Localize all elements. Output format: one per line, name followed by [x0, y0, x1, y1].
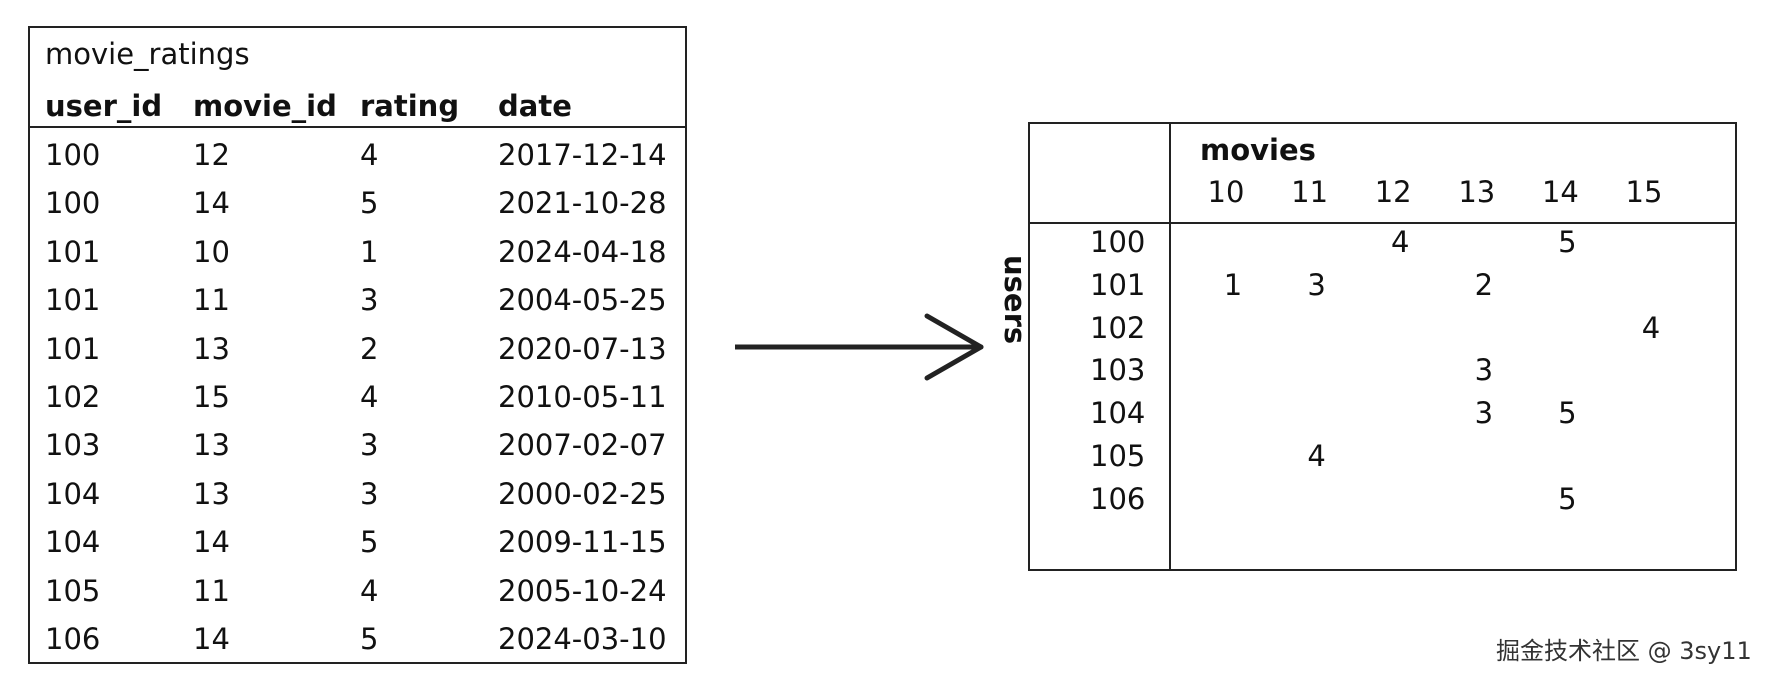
matrix-vertical-divider — [1169, 124, 1171, 569]
matrix-cell: 4 — [1307, 439, 1326, 473]
matrix-horizontal-divider — [1030, 222, 1735, 224]
cell-rating: 4 — [360, 573, 379, 608]
cell-movie-id: 12 — [193, 138, 230, 172]
matrix-cell: 5 — [1558, 225, 1577, 259]
cell-user-id: 100 — [45, 186, 101, 221]
cell-rating: 2 — [360, 331, 379, 366]
cell-date: 2009-11-15 — [498, 525, 667, 560]
cell-rating: 3 — [360, 428, 379, 463]
cell-date: 2020-07-13 — [498, 331, 667, 366]
matrix-cell: 1 — [1223, 267, 1243, 302]
matrix-column-label: 10 — [1207, 175, 1245, 209]
cell-date: 2024-03-10 — [498, 621, 667, 656]
cell-date: 2000-02-25 — [498, 476, 667, 511]
cell-user-id: 103 — [45, 428, 101, 463]
cell-user-id: 106 — [45, 621, 101, 656]
movie-ratings-table: movie_ratings user_id movie_id rating da… — [28, 26, 687, 664]
cell-movie-id: 11 — [193, 283, 230, 318]
matrix-row-label: 101 — [1090, 267, 1146, 302]
right-arrow-icon — [735, 313, 984, 381]
table-row: 105 11 4 2005-10-24 — [30, 567, 685, 615]
table-row: 102 15 4 2010-05-11 — [30, 373, 685, 421]
header-movie-id: movie_id — [193, 89, 337, 123]
matrix-column-title: movies — [1200, 133, 1316, 167]
cell-rating: 1 — [360, 234, 379, 269]
cell-user-id: 104 — [45, 525, 101, 560]
matrix-row-label: 100 — [1090, 225, 1146, 259]
matrix-cell: 4 — [1390, 225, 1410, 259]
table-row: 106 14 5 2024-03-10 — [30, 615, 685, 663]
matrix-row-label: 102 — [1090, 310, 1146, 345]
header-user-id: user_id — [45, 89, 163, 123]
cell-date: 2010-05-11 — [498, 379, 667, 414]
matrix-cell: 5 — [1558, 396, 1577, 431]
cell-rating: 5 — [360, 621, 379, 656]
cell-movie-id: 13 — [193, 331, 230, 366]
matrix-column-label: 13 — [1458, 175, 1496, 209]
cell-movie-id: 14 — [193, 186, 230, 221]
cell-date: 2007-02-07 — [498, 428, 667, 463]
cell-date: 2004-05-25 — [498, 283, 667, 318]
table-header: user_id movie_id rating date — [30, 82, 685, 130]
matrix-cell: 3 — [1474, 353, 1494, 388]
cell-user-id: 100 — [45, 138, 101, 172]
cell-movie-id: 13 — [193, 428, 230, 463]
watermark: 掘金技术社区 @ 3sy11 — [1496, 637, 1752, 665]
cell-rating: 4 — [360, 138, 379, 172]
matrix-cell: 3 — [1307, 267, 1326, 302]
table-row: 103 13 3 2007-02-07 — [30, 421, 685, 469]
table-row: 101 13 2 2020-07-13 — [30, 325, 685, 373]
cell-date: 2021-10-28 — [498, 186, 667, 221]
cell-rating: 4 — [360, 379, 379, 414]
cell-user-id: 105 — [45, 573, 101, 608]
table-row: 100 14 5 2021-10-28 — [30, 179, 685, 227]
cell-user-id: 102 — [45, 379, 101, 414]
cell-user-id: 101 — [45, 234, 101, 269]
matrix-row-label: 103 — [1090, 353, 1146, 388]
header-divider — [30, 126, 685, 128]
matrix-cell: 3 — [1474, 396, 1494, 431]
header-date: date — [498, 89, 572, 123]
cell-rating: 3 — [360, 283, 379, 318]
cell-date: 2017-12-14 — [498, 138, 667, 172]
cell-user-id: 101 — [45, 331, 101, 366]
cell-movie-id: 13 — [193, 476, 230, 511]
table-row: 100 12 4 2017-12-14 — [30, 131, 685, 179]
matrix-column-label: 15 — [1625, 175, 1663, 209]
header-rating: rating — [360, 89, 460, 123]
cell-movie-id: 14 — [193, 621, 230, 656]
matrix-column-label: 11 — [1291, 175, 1329, 209]
cell-date: 2024-04-18 — [498, 234, 667, 269]
matrix-cell: 2 — [1474, 267, 1494, 302]
table-row: 101 11 3 2004-05-25 — [30, 276, 685, 324]
matrix-cell: 5 — [1558, 481, 1577, 516]
matrix-column-label: 14 — [1541, 175, 1579, 209]
cell-rating: 5 — [360, 186, 379, 221]
cell-user-id: 101 — [45, 283, 101, 318]
matrix-row-label: 104 — [1090, 396, 1146, 431]
cell-movie-id: 15 — [193, 379, 230, 414]
cell-rating: 5 — [360, 525, 379, 560]
matrix-row-title: users — [998, 255, 1032, 345]
cell-movie-id: 10 — [193, 234, 230, 269]
cell-movie-id: 14 — [193, 525, 230, 560]
matrix-cell: 4 — [1641, 310, 1661, 345]
table-row: 104 14 5 2009-11-15 — [30, 518, 685, 566]
matrix-column-label: 12 — [1374, 175, 1412, 209]
cell-user-id: 104 — [45, 476, 101, 511]
table-row: 104 13 3 2000-02-25 — [30, 470, 685, 518]
cell-date: 2005-10-24 — [498, 573, 667, 608]
cell-rating: 3 — [360, 476, 379, 511]
matrix-row-label: 106 — [1090, 481, 1146, 516]
table-title: movie_ratings — [45, 37, 250, 71]
cell-movie-id: 11 — [193, 573, 230, 608]
matrix-row-label: 105 — [1090, 439, 1146, 473]
